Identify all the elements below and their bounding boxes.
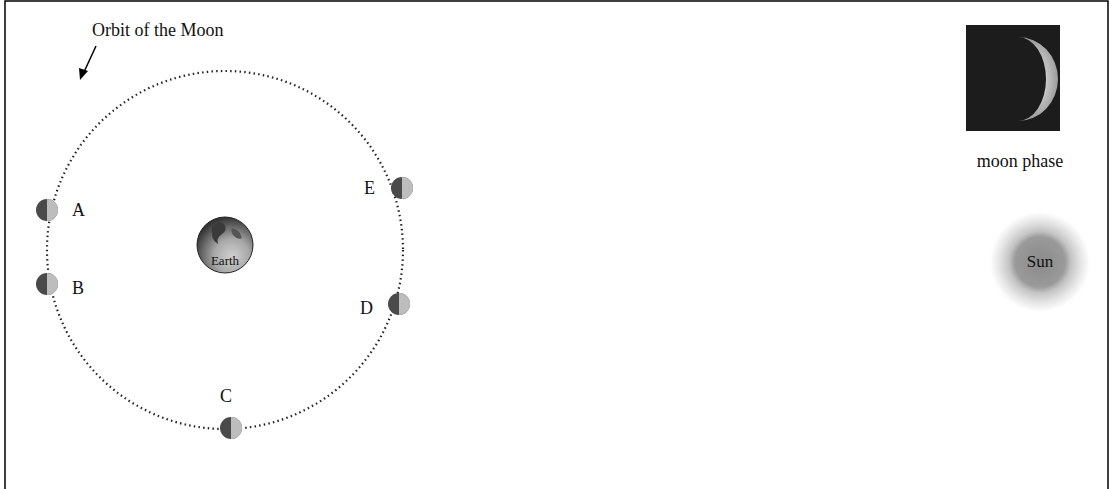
arrow-head (79, 68, 88, 80)
moon-phase-image (966, 25, 1060, 131)
frame (5, 1, 1108, 489)
moon-phase-node: moon phase (960, 25, 1080, 175)
moon-positions (36, 177, 413, 439)
orbit-label: Orbit of the Moon (92, 20, 223, 41)
position-letter: A (72, 200, 85, 221)
position-letter: D (360, 298, 373, 319)
node-text: Earth (211, 254, 239, 269)
node-text: moon phase (977, 151, 1063, 172)
sun-disk (990, 212, 1090, 312)
position-letter: E (364, 178, 375, 199)
earth-node: Earth (197, 217, 253, 273)
node-text: Sun (1027, 252, 1053, 272)
position-letter: B (72, 278, 84, 299)
orbit-path (47, 71, 403, 429)
leader-line (84, 46, 96, 72)
position-letter: C (220, 386, 232, 407)
sun-node: Sun (1000, 222, 1080, 302)
earth-globe (197, 217, 253, 273)
